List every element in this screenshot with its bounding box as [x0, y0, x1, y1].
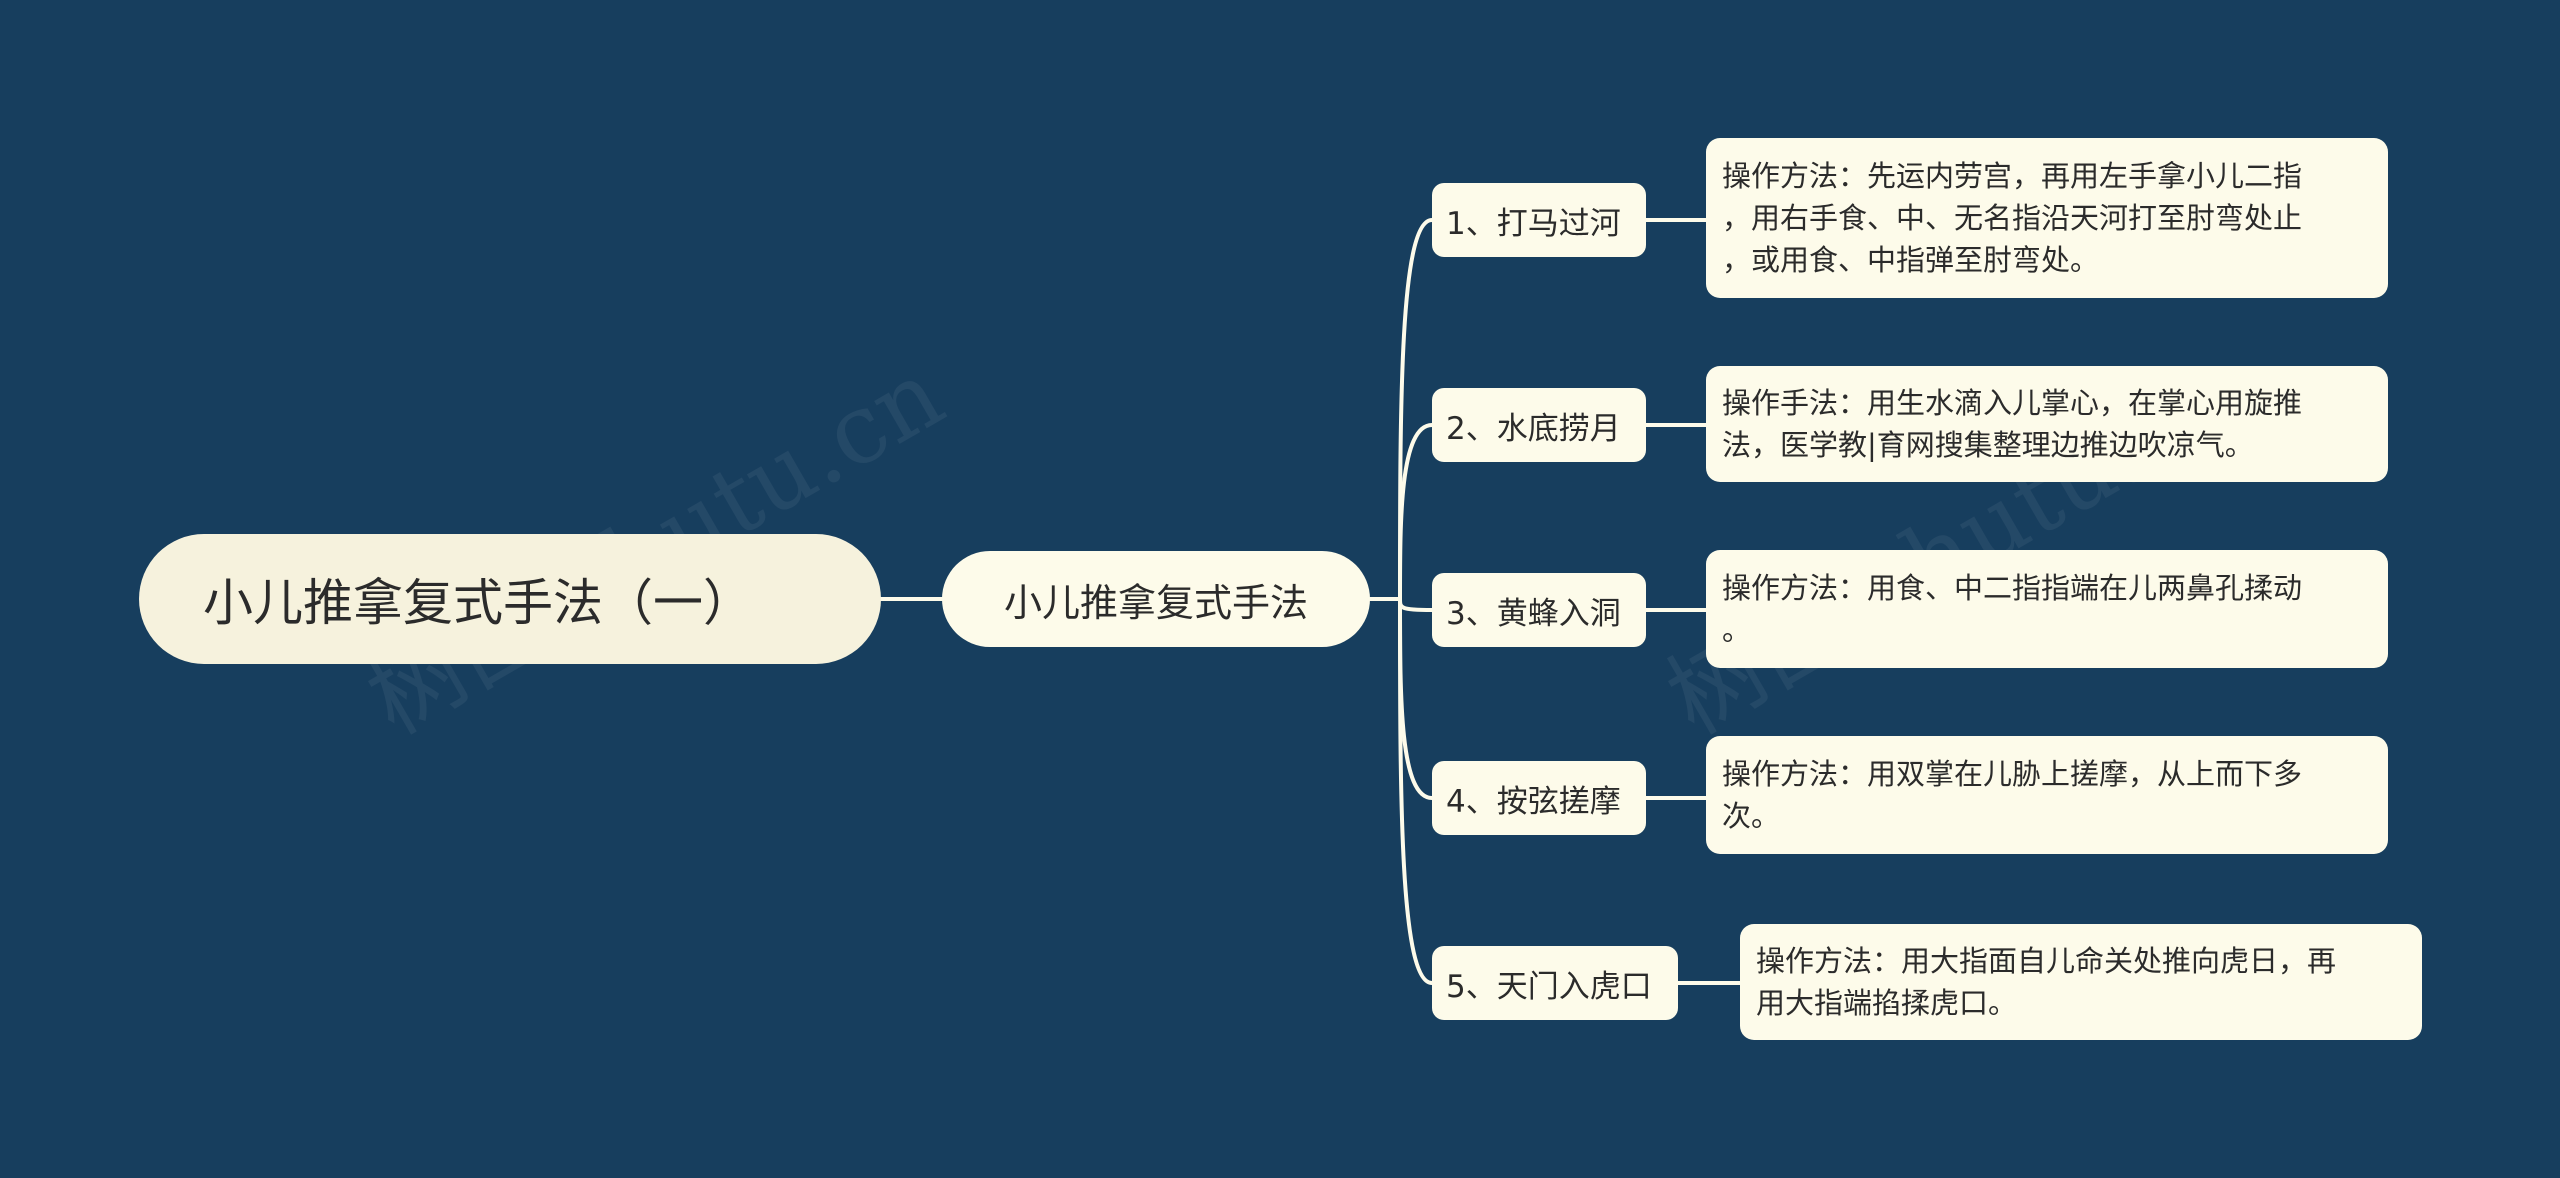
center-topic[interactable]: 小儿推拿复式手法 [942, 551, 1370, 647]
branch-topic-3[interactable]: 3、黄蜂入洞 [1432, 573, 1646, 647]
connector-branch-1 [1398, 218, 1434, 601]
branch-topic-2[interactable]: 2、水底捞月 [1432, 388, 1646, 462]
detail-note-3[interactable]: 操作方法：用食、中二指指端在儿两鼻孔揉动 。 [1706, 550, 2388, 668]
detail-note-4[interactable]: 操作方法：用双掌在儿胁上搓摩，从上而下多 次。 [1706, 736, 2388, 854]
connector-branch-5 [1398, 597, 1434, 985]
root-topic[interactable]: 小儿推拿复式手法（一） [139, 534, 881, 664]
branch-topic-1[interactable]: 1、打马过河 [1432, 183, 1646, 257]
connector-branch-2 [1398, 423, 1434, 601]
detail-note-2[interactable]: 操作手法：用生水滴入儿掌心，在掌心用旋推 法，医学教|育网搜集整理边推边吹凉气。 [1706, 366, 2388, 482]
detail-note-1[interactable]: 操作方法：先运内劳宫，再用左手拿小儿二指 ，用右手食、中、无名指沿天河打至肘弯处… [1706, 138, 2388, 298]
connector-branch-3 [1398, 597, 1434, 612]
detail-note-5[interactable]: 操作方法：用大指面自儿命关处推向虎日，再 用大指端掐揉虎口。 [1740, 924, 2422, 1040]
branch-topic-4[interactable]: 4、按弦搓摩 [1432, 761, 1646, 835]
branch-topic-5[interactable]: 5、天门入虎口 [1432, 946, 1678, 1020]
connector-branch-4 [1398, 597, 1434, 800]
